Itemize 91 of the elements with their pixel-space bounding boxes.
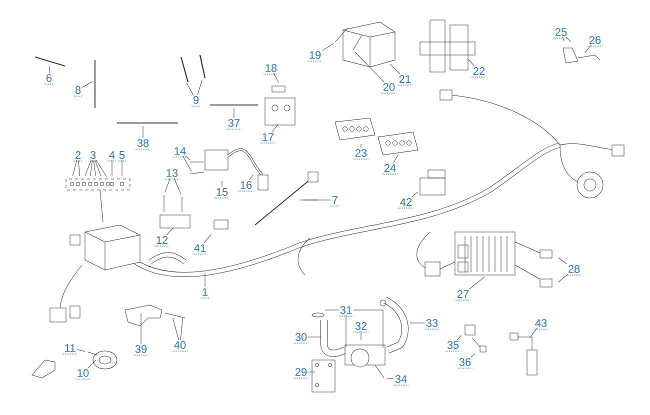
- leader-line: [353, 310, 384, 348]
- leader-line: [470, 354, 475, 358]
- leader-line: [390, 64, 400, 74]
- leader-line: [386, 378, 394, 379]
- leader-line: [204, 272, 206, 288]
- leader-line: [84, 160, 92, 176]
- callout-number: 20: [381, 83, 397, 94]
- leader-line: [180, 318, 183, 340]
- callout-number: 21: [397, 75, 413, 86]
- callout-number: 34: [393, 375, 409, 386]
- callout-number: 4: [107, 151, 117, 162]
- callout-number: 1: [200, 288, 210, 298]
- callout-number: 26: [587, 36, 603, 46]
- callout-number: 22: [471, 67, 487, 78]
- leader-line: [354, 52, 384, 82]
- leader-line: [558, 274, 568, 282]
- callout-number: 3: [88, 151, 98, 162]
- callout-number: 15: [214, 188, 230, 198]
- callout-number: 13: [164, 169, 180, 180]
- leader-line: [322, 43, 334, 51]
- leader-line: [457, 335, 462, 340]
- leader-line: [197, 80, 202, 96]
- callout-number: 14: [172, 147, 188, 158]
- callout-number: 43: [533, 319, 549, 330]
- callout-number: 42: [398, 198, 414, 208]
- callout-number: 27: [455, 290, 471, 300]
- callout-number: 23: [353, 149, 369, 160]
- callout-number: 36: [457, 358, 473, 368]
- leader-line: [468, 58, 475, 66]
- callout-number: 40: [172, 341, 188, 352]
- leader-line: [142, 126, 144, 138]
- callout-number: 41: [192, 244, 208, 254]
- callout-number: 32: [353, 322, 369, 332]
- callout-number: 28: [566, 265, 582, 276]
- leader-line: [164, 178, 170, 192]
- leader-line: [392, 154, 399, 164]
- leader-line: [82, 81, 93, 88]
- callout-number: 7: [330, 196, 340, 206]
- leader-line: [530, 328, 538, 338]
- leader-line: [360, 330, 362, 340]
- leader-line: [410, 322, 425, 324]
- callout-number: 37: [226, 119, 242, 130]
- callout-number: 19: [307, 51, 323, 62]
- callout-number: 24: [382, 164, 398, 174]
- leader-line: [172, 318, 179, 340]
- leader-line: [185, 156, 190, 160]
- callout-number: 9: [191, 96, 201, 106]
- leader-line: [166, 228, 174, 236]
- leader-line: [96, 160, 107, 177]
- callout-number: 18: [263, 64, 279, 74]
- leader-line: [204, 234, 212, 244]
- leader-line: [76, 349, 86, 352]
- callout-number: 17: [260, 133, 276, 144]
- leader-line: [90, 160, 93, 176]
- callout-number: 8: [73, 86, 83, 96]
- callout-number: 31: [338, 306, 354, 316]
- callout-number: 16: [238, 181, 254, 192]
- leader-line: [49, 66, 50, 74]
- leader-line: [182, 156, 192, 172]
- leader-line: [308, 336, 322, 338]
- leader-line: [469, 276, 485, 290]
- leader-line: [412, 192, 418, 198]
- callout-number: 6: [44, 74, 54, 84]
- callout-number: 30: [293, 333, 309, 344]
- leader-line: [566, 36, 572, 42]
- leader-line: [94, 160, 102, 176]
- leader-line: [584, 44, 592, 53]
- leader-line: [140, 312, 142, 344]
- callout-number: 11: [62, 344, 78, 354]
- leader-line: [78, 160, 80, 176]
- callout-number: 38: [135, 139, 151, 150]
- callout-number: 5: [117, 151, 127, 162]
- callout-number: 12: [154, 236, 170, 246]
- leader-line: [558, 258, 568, 264]
- callout-number: 35: [445, 341, 461, 352]
- callout-number: 39: [133, 345, 149, 356]
- leader-line: [93, 160, 96, 176]
- callout-number: 29: [293, 368, 309, 378]
- leader-line: [562, 36, 564, 42]
- leader-line: [360, 144, 362, 148]
- callout-number: 10: [75, 369, 91, 380]
- leader-line: [174, 178, 182, 194]
- callout-number: 33: [424, 319, 440, 330]
- leader-line: [186, 82, 194, 96]
- callout-number: 25: [553, 28, 569, 38]
- leader-line: [272, 124, 278, 132]
- leader-line: [72, 160, 77, 176]
- leader-line: [88, 360, 96, 368]
- callout-number: 2: [73, 151, 83, 162]
- leader-line: [249, 174, 254, 180]
- leader-line: [273, 72, 279, 83]
